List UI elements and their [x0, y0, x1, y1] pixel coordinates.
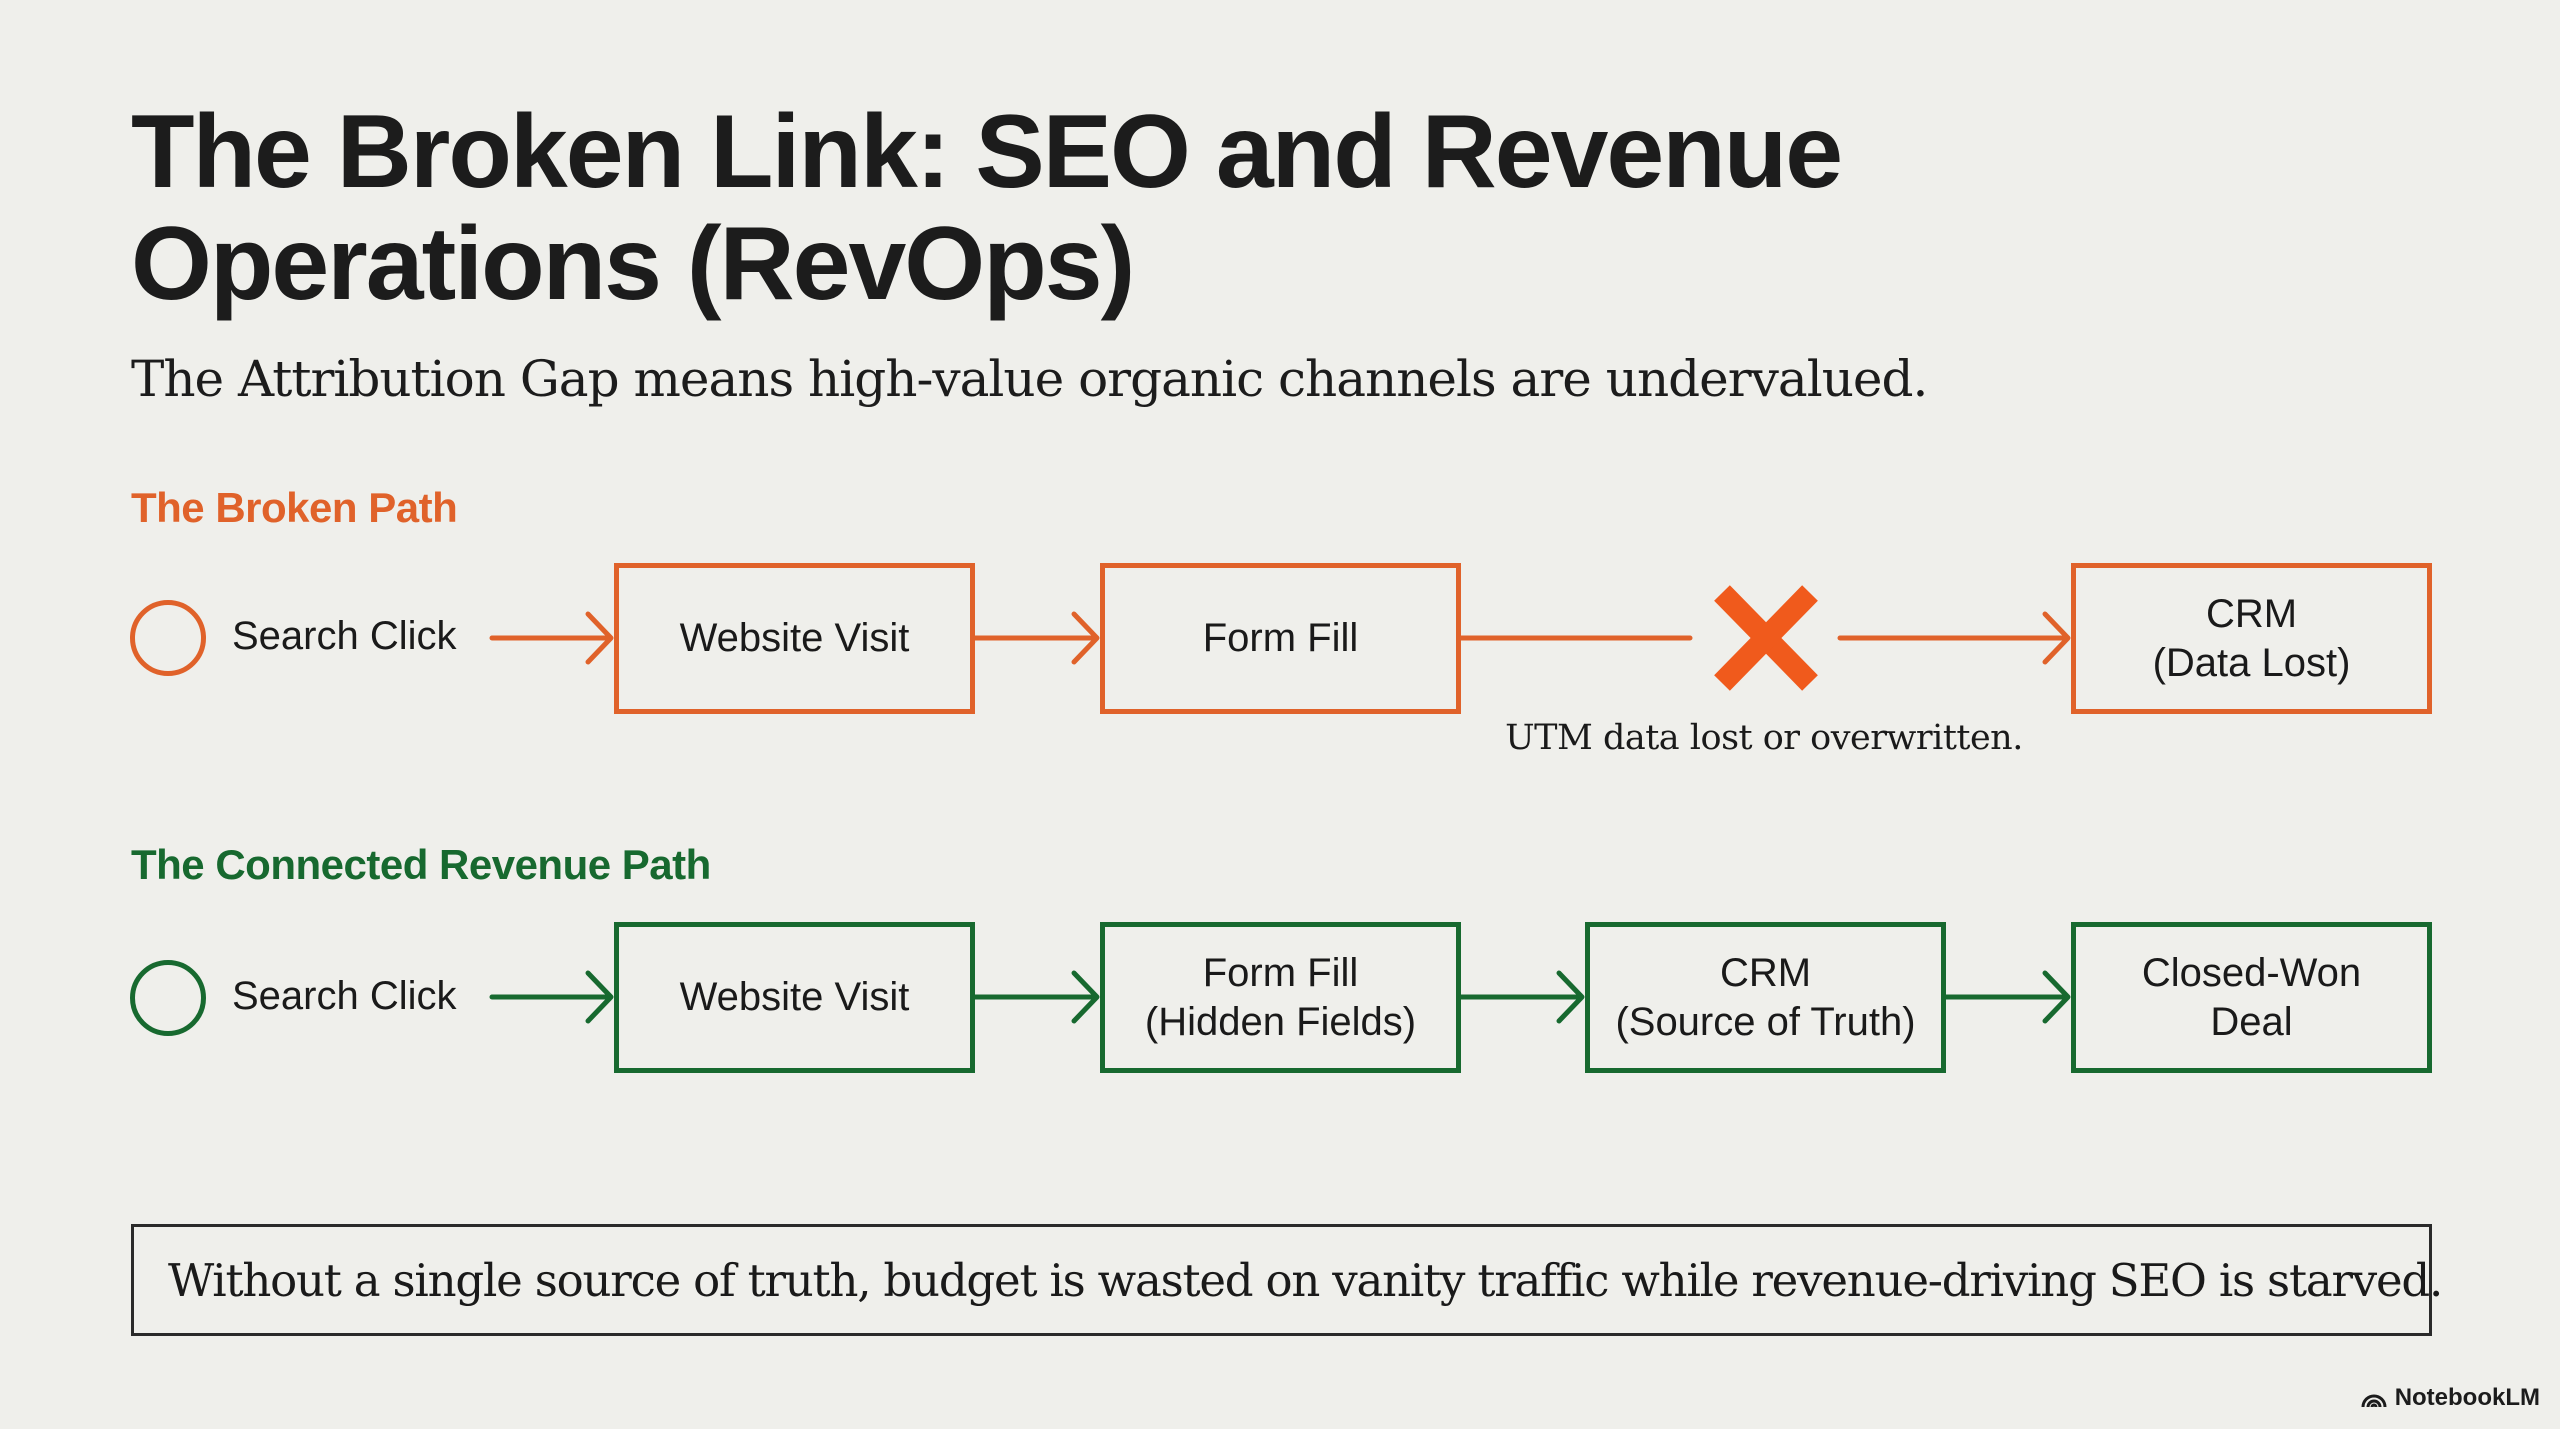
- node-label: Form Fill: [1202, 616, 1359, 660]
- broken-node-crm-data-lost: CRM (Data Lost): [2071, 563, 2432, 714]
- title-line-1: The Broken Link: SEO and Revenue: [131, 94, 1843, 210]
- notebooklm-logo-icon: [2361, 1394, 2387, 1408]
- broken-start-circle-icon: [130, 600, 206, 676]
- connected-node-form-fill: Form Fill (Hidden Fields): [1100, 922, 1461, 1073]
- utm-break-note: UTM data lost or overwritten.: [1505, 718, 2023, 758]
- connected-node-crm: CRM (Source of Truth): [1585, 922, 1946, 1073]
- connected-path-title: The Connected Revenue Path: [131, 841, 711, 888]
- connected-arrow-2: [972, 970, 1100, 1024]
- callout-text: Without a single source of truth, budget…: [168, 1253, 2443, 1307]
- broken-path-title: The Broken Path: [131, 484, 458, 531]
- node-label: Closed-Won Deal: [2141, 950, 2362, 1044]
- title-line-2: Operations (RevOps): [131, 206, 1135, 322]
- node-label: CRM (Data Lost): [2152, 591, 2351, 685]
- broken-node-website-visit: Website Visit: [614, 563, 975, 714]
- brand-watermark: NotebookLM: [2361, 1384, 2540, 1412]
- node-label: Website Visit: [679, 616, 910, 660]
- connected-arrow-4: [1943, 970, 2071, 1024]
- x-mark-icon: [1714, 585, 1818, 691]
- subtitle: The Attribution Gap means high-value org…: [131, 350, 1928, 408]
- broken-arrow-3: [1837, 611, 2071, 665]
- broken-arrow-1: [489, 611, 614, 665]
- node-label: Website Visit: [679, 975, 910, 1019]
- callout-box: Without a single source of truth, budget…: [131, 1224, 2443, 1336]
- connected-node-website-visit: Website Visit: [614, 922, 975, 1073]
- brand-label: NotebookLM: [2394, 1384, 2540, 1411]
- connected-node-closed-won: Closed-Won Deal: [2071, 922, 2432, 1073]
- connected-arrow-3: [1458, 970, 1585, 1024]
- connected-start-circle-icon: [130, 960, 206, 1036]
- page-title: The Broken Link: SEO and Revenue Operati…: [131, 94, 1843, 322]
- node-label: Form Fill (Hidden Fields): [1144, 950, 1417, 1044]
- broken-start-label: Search Click: [232, 614, 457, 658]
- broken-node-form-fill: Form Fill: [1100, 563, 1461, 714]
- broken-arrow-2: [972, 611, 1100, 665]
- connected-start-label: Search Click: [232, 974, 457, 1018]
- node-label: CRM (Source of Truth): [1615, 950, 1916, 1044]
- connected-arrow-1: [489, 970, 614, 1024]
